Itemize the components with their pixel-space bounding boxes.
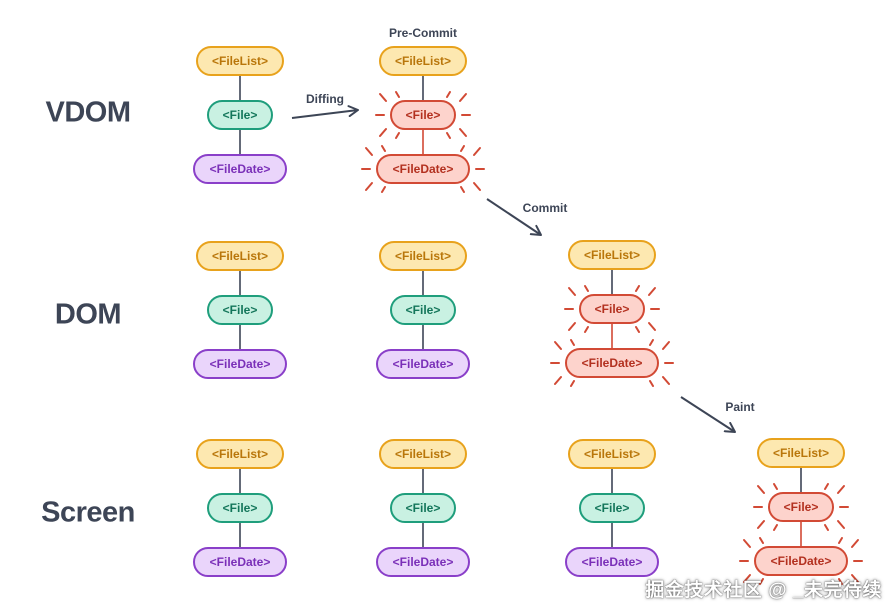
burst-tick [743, 574, 751, 583]
burst-tick [837, 485, 845, 494]
burst-tick [459, 128, 467, 137]
burst-tick [460, 186, 465, 193]
burst-tick [757, 485, 765, 494]
paint-arrow [680, 396, 736, 433]
vdom-before-file-node: <File> [207, 100, 273, 130]
burst-tick [570, 339, 575, 346]
burst-tick [648, 322, 656, 331]
commit-label: Commit [522, 201, 568, 215]
screen-col3-filedate-node: <FileDate> [565, 547, 659, 577]
dom-col2-file-node: <File> [390, 295, 456, 325]
burst-tick [473, 147, 481, 156]
vdom-precommit-filedate-node-changed: <FileDate> [376, 154, 470, 184]
screen-painted-filedate-node-changed: <FileDate> [754, 546, 848, 576]
burst-tick [584, 326, 589, 333]
paint-label: Paint [725, 400, 755, 414]
screen-col3-file-node: <File> [579, 493, 645, 523]
vdom-precommit-filelist-node: <FileList> [379, 46, 467, 76]
burst-tick [473, 182, 481, 191]
watermark-text: 掘金技术社区 @ _未完待续 [645, 580, 882, 601]
burst-tick [446, 132, 451, 139]
burst-tick [460, 145, 465, 152]
burst-tick [379, 93, 387, 102]
dom-col1-file-node: <File> [207, 295, 273, 325]
burst-tick [635, 326, 640, 333]
screen-col1-filedate-node: <FileDate> [193, 547, 287, 577]
screen-col2-file-node: <File> [390, 493, 456, 523]
screen-painted-file-node-changed: <File> [768, 492, 834, 522]
burst-tick [838, 537, 843, 544]
vdom-before-filelist-node: <FileList> [196, 46, 284, 76]
burst-tick [570, 380, 575, 387]
screen-col1-filelist-node: <FileList> [196, 439, 284, 469]
burst-tick [649, 380, 654, 387]
burst-tick [459, 93, 467, 102]
burst-tick [379, 128, 387, 137]
dom-committed-filelist-node: <FileList> [568, 240, 656, 270]
burst-tick [759, 537, 764, 544]
burst-tick [773, 524, 778, 531]
burst-tick [584, 285, 589, 292]
change-burst-marks [361, 91, 863, 585]
burst-tick [838, 578, 843, 585]
dom-col2-filedate-node: <FileDate> [376, 349, 470, 379]
burst-tick [568, 287, 576, 296]
row-label-screen: Screen [41, 496, 135, 529]
burst-tick [824, 483, 829, 490]
burst-tick [648, 287, 656, 296]
commit-arrow [486, 198, 542, 236]
burst-tick [759, 578, 764, 585]
burst-tick [446, 91, 451, 98]
vdom-precommit-file-node-changed: <File> [390, 100, 456, 130]
burst-tick [381, 145, 386, 152]
dom-col1-filelist-node: <FileList> [196, 241, 284, 271]
row-label-dom: DOM [54, 298, 122, 331]
screen-painted-filelist-node: <FileList> [757, 438, 845, 468]
burst-tick [365, 182, 373, 191]
burst-tick [773, 483, 778, 490]
burst-tick [824, 524, 829, 531]
burst-tick [757, 520, 765, 529]
burst-tick [851, 574, 859, 583]
burst-tick [365, 147, 373, 156]
burst-tick [851, 539, 859, 548]
burst-tick [554, 376, 562, 385]
burst-tick [554, 341, 562, 350]
burst-tick [635, 285, 640, 292]
pre-commit-label: Pre-Commit [388, 26, 458, 40]
burst-tick [662, 376, 670, 385]
dom-committed-file-node-changed: <File> [579, 294, 645, 324]
burst-tick [743, 539, 751, 548]
burst-tick [395, 91, 400, 98]
screen-col2-filedate-node: <FileDate> [376, 547, 470, 577]
diffing-label: Diffing [306, 92, 344, 106]
row-label-vdom: VDOM [45, 96, 132, 129]
diffing-arrow [291, 105, 359, 119]
dom-col2-filelist-node: <FileList> [379, 241, 467, 271]
screen-col3-filelist-node: <FileList> [568, 439, 656, 469]
vdom-before-filedate-node: <FileDate> [193, 154, 287, 184]
burst-tick [649, 339, 654, 346]
burst-tick [395, 132, 400, 139]
burst-tick [381, 186, 386, 193]
screen-col2-filelist-node: <FileList> [379, 439, 467, 469]
dom-col1-filedate-node: <FileDate> [193, 349, 287, 379]
burst-tick [662, 341, 670, 350]
screen-col1-file-node: <File> [207, 493, 273, 523]
dom-committed-filedate-node-changed: <FileDate> [565, 348, 659, 378]
burst-tick [568, 322, 576, 331]
burst-tick [837, 520, 845, 529]
